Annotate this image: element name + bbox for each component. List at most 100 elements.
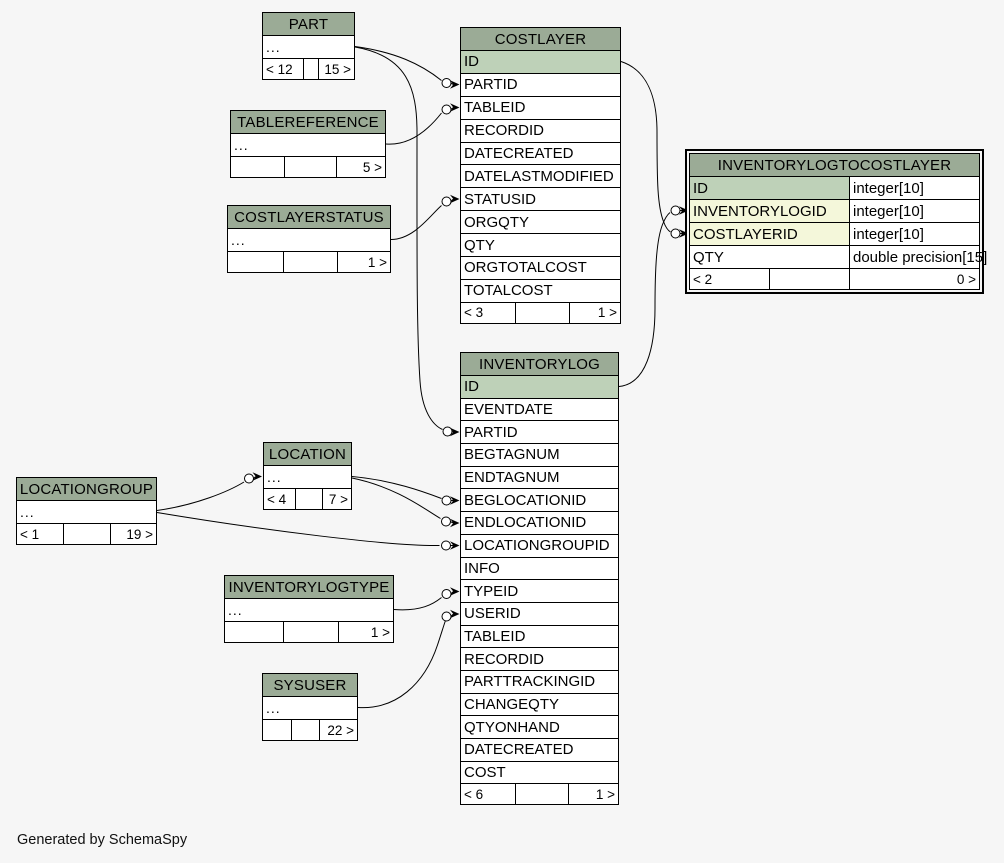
degree-cell — [284, 157, 336, 177]
table-header-tablereference[interactable]: TABLEREFERENCE — [231, 111, 385, 134]
degree-cell — [283, 252, 337, 272]
column-costlayer-statusid: STATUSID — [461, 188, 620, 212]
degree-cell — [291, 720, 319, 740]
collapsed-columns-ellipsis: ... — [263, 36, 354, 59]
zero-or-one-circle — [441, 495, 452, 506]
column-inventorylog-parttrackingid: PARTTRACKINGID — [461, 671, 618, 694]
degree-footer: 5 > — [231, 157, 385, 177]
column-inventorylog-partid: PARTID — [461, 421, 618, 445]
table-header-costlayerstatus[interactable]: COSTLAYERSTATUS — [228, 206, 390, 229]
zero-or-one-circle — [441, 611, 452, 622]
degree-cell: < 12 — [266, 61, 293, 77]
table-header-locationgroup[interactable]: LOCATIONGROUP — [17, 478, 156, 501]
zero-or-one-circle — [244, 473, 254, 484]
degree-cell: 1 > — [338, 622, 393, 642]
column-costlayer-recordid: RECORDID — [461, 120, 620, 143]
column-inventorylog-changeqty: CHANGEQTY — [461, 694, 618, 717]
zero-or-one-circle — [442, 426, 453, 437]
table-header-sysuser[interactable]: SYSUSER — [263, 674, 357, 697]
table-header-location[interactable]: LOCATION — [264, 443, 351, 466]
degree-cell: 1 > — [337, 252, 390, 272]
degree-cell: 5 > — [336, 157, 385, 177]
degree-cell — [225, 622, 283, 642]
degree-cell: 22 > — [319, 720, 357, 740]
table-header-inventorylogtocostlayer[interactable]: INVENTORYLOGTOCOSTLAYER — [690, 154, 979, 177]
zero-or-one-circle — [441, 104, 452, 115]
table-sysuser[interactable]: SYSUSER...22 > — [262, 673, 358, 741]
fk-arrowhead — [679, 229, 689, 238]
generated-by-text: Generated by SchemaSpy — [17, 832, 188, 848]
relationship-locationgroup-to-location — [156, 472, 262, 511]
fk-arrowhead — [450, 609, 460, 619]
column-inventorylog-cost: COST — [461, 762, 618, 785]
table-costlayerstatus[interactable]: COSTLAYERSTATUS...1 > — [227, 205, 391, 273]
degree-cell — [263, 720, 291, 740]
collapsed-columns-ellipsis: ... — [225, 599, 393, 622]
column-inventorylog-locationgroupid: LOCATIONGROUPID — [461, 535, 618, 558]
table-header-inventorylog[interactable]: INVENTORYLOG — [461, 353, 618, 376]
fk-arrowhead — [252, 472, 262, 481]
column-name: QTY — [690, 246, 850, 268]
column-type: integer[10] — [853, 202, 924, 220]
table-header-costlayer[interactable]: COSTLAYER — [461, 28, 620, 51]
zero-or-one-circle — [670, 205, 681, 216]
column-costlayer-orgtotalcost: ORGTOTALCOST — [461, 257, 620, 280]
column-costlayer-qty: QTY — [461, 234, 620, 258]
fk-arrowhead — [450, 541, 460, 550]
column-inventorylog-userid: USERID — [461, 603, 618, 626]
degree-cell: < 2 — [693, 271, 713, 287]
table-header-part[interactable]: PART — [263, 13, 354, 36]
degree-footer: < 2 0 > — [690, 269, 979, 289]
column-costlayer-orgqty: ORGQTY — [461, 211, 620, 235]
zero-or-one-circle — [441, 589, 452, 599]
degree-cell — [295, 489, 322, 509]
degree-cell — [769, 269, 849, 289]
collapsed-columns-ellipsis: ... — [17, 501, 156, 524]
relationship-part-to-inventorylog.partid — [354, 46, 460, 437]
degree-footer: 22 > — [263, 720, 357, 740]
degree-cell — [63, 524, 110, 544]
degree-cell: < 1 — [20, 526, 40, 542]
table-header-inventorylogtype[interactable]: INVENTORYLOGTYPE — [225, 576, 393, 599]
table-tablereference[interactable]: TABLEREFERENCE...5 > — [230, 110, 386, 178]
degree-footer: 1 > — [228, 252, 390, 272]
column-costlayer-totalcost: TOTALCOST — [461, 280, 620, 303]
collapsed-columns-ellipsis: ... — [228, 229, 390, 252]
column-inventorylog-endtagnum: ENDTAGNUM — [461, 467, 618, 490]
table-inventorylogtype[interactable]: INVENTORYLOGTYPE...1 > — [224, 575, 394, 643]
degree-cell — [231, 157, 284, 177]
degree-cell — [283, 622, 338, 642]
column-type: double precision[15] — [853, 248, 988, 266]
column-inventorylog-eventdate: EVENTDATE — [461, 399, 618, 422]
column-name: INVENTORYLOGID — [690, 200, 850, 222]
degree-cell — [515, 302, 569, 323]
fk-arrowhead — [450, 518, 460, 528]
relationship-locationgroup-to-inventorylog.locationgroupid — [156, 512, 460, 551]
column-inventorylog-typeid: TYPEID — [461, 580, 618, 603]
relationship-costlayerstatus-to-costlayer.statusid — [390, 194, 460, 240]
fk-arrowhead — [450, 194, 460, 204]
fk-arrowhead — [679, 206, 689, 215]
relationship-costlayer.id-to-inventorylogtocostlayer.costlayerid — [620, 61, 689, 239]
fk-arrowhead — [450, 103, 460, 112]
fk-arrowhead — [450, 427, 460, 437]
collapsed-columns-ellipsis: ... — [263, 697, 357, 720]
relationship-tablereference-to-costlayer.tableid — [385, 103, 460, 145]
column-costlayer-id: ID — [461, 51, 620, 74]
column-costlayer-datecreated: DATECREATED — [461, 143, 620, 166]
degree-cell: 0 > — [849, 269, 979, 289]
collapsed-columns-ellipsis: ... — [231, 134, 385, 157]
column-type: integer[10] — [853, 179, 924, 197]
